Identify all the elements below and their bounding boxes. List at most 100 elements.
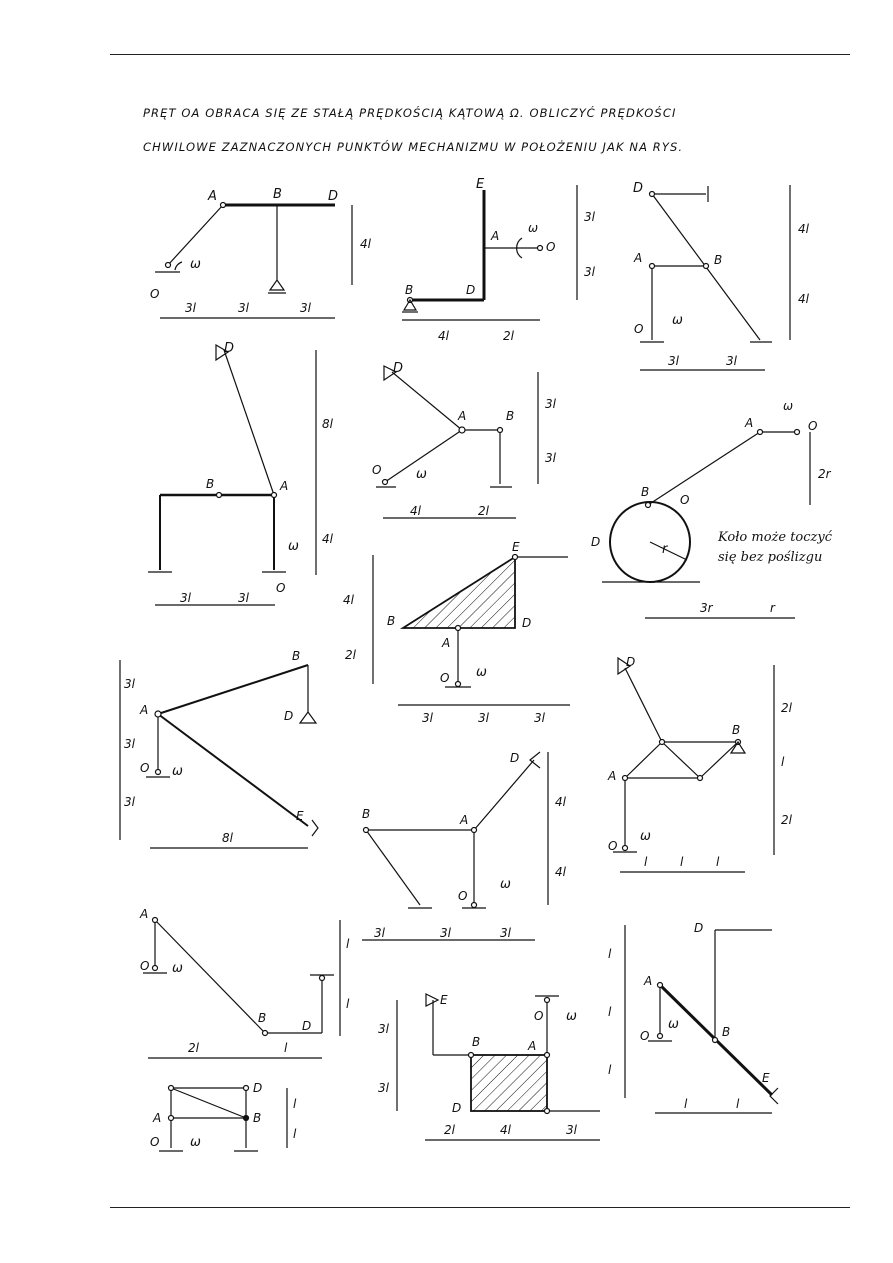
fig2-label-e: E — [476, 177, 485, 192]
fig3-dim-3l-a: 3l — [668, 354, 680, 368]
header-rule — [110, 54, 850, 55]
fig5-dim-2l: 2l — [478, 504, 490, 518]
fig1-dim-3l-a: 3l — [185, 301, 197, 315]
fig14-omega: ω — [668, 1017, 679, 1032]
fig6-omega: ω — [783, 399, 793, 413]
fig11-omega: ω — [172, 961, 183, 976]
fig13-dim-3l-b: 3l — [378, 1081, 390, 1095]
fig5-dim-4l: 4l — [410, 504, 422, 518]
fig6-label-b: B — [641, 485, 649, 499]
fig8-dim-8l: 8l — [222, 831, 234, 845]
fig1-dim-4l: 4l — [360, 237, 372, 251]
fig7-label-e: E — [512, 540, 520, 554]
figure-12: D A B O ω l l — [150, 1081, 297, 1152]
figure-6: A O ω B O D r 2r 3r r — [591, 399, 832, 619]
fig4-dim-4l: 4l — [322, 532, 334, 546]
fig10-label-o: O — [608, 839, 617, 853]
figure-7: E B D A O ω 4l 2l 3l 3l 3l — [343, 540, 570, 725]
fig5-label-o: O — [372, 463, 381, 477]
fig13-dim-4l: 4l — [500, 1123, 512, 1137]
problem-line-2: CHWILOWE ZAZNACZONYCH PUNKTÓW MECHANIZMU… — [143, 140, 684, 154]
fig6-dim-3r: 3r — [700, 601, 714, 615]
fig11-dim-l-a: l — [346, 937, 350, 951]
fig11-dim-l: l — [284, 1041, 288, 1055]
fig6-label-a: A — [744, 416, 753, 430]
fig5-omega: ω — [416, 467, 427, 482]
fig12-label-b: B — [253, 1111, 261, 1125]
fig10-label-a: A — [607, 769, 616, 783]
fig4-dim-3l-a: 3l — [180, 591, 192, 605]
fig6-label-d: D — [591, 535, 600, 549]
figure-14: D A B O ω E l l l l l — [608, 921, 779, 1114]
fig3-label-d: D — [633, 181, 643, 196]
fig3-label-a: A — [633, 251, 642, 265]
note-line-1: Koło może toczyć — [718, 530, 832, 545]
fig14-dim-l-e: l — [736, 1097, 740, 1111]
fig3-omega: ω — [672, 313, 683, 328]
fig6-radius-r: r — [662, 542, 669, 557]
fig1-omega: ω — [190, 257, 201, 272]
fig10-label-d: D — [626, 655, 635, 669]
fig11-label-o: O — [140, 959, 149, 973]
fig1-dim-3l-c: 3l — [300, 301, 312, 315]
fig4-label-o: O — [276, 581, 285, 595]
fig14-dim-l-b: l — [608, 1005, 612, 1019]
fig4-omega: ω — [288, 539, 299, 554]
figure-4: D B A O ω 8l 4l 3l 3l — [148, 341, 334, 606]
fig7-dim-3l-a: 3l — [422, 711, 434, 725]
fig1-label-d: D — [328, 189, 338, 204]
fig11-dim-2l: 2l — [188, 1041, 200, 1055]
fig14-label-d: D — [694, 921, 703, 935]
figure-13: E O ω B A D 3l 3l 2l 4l 3l — [378, 993, 600, 1141]
fig7-omega: ω — [476, 665, 487, 680]
fig6-center-o: O — [680, 493, 689, 507]
figure-3: D A B O ω 4l 4l 3l 3l — [633, 181, 810, 371]
fig14-label-e: E — [762, 1071, 770, 1085]
fig7-label-d: D — [522, 616, 531, 630]
note-line-2: się bez poślizgu — [718, 550, 823, 565]
fig4-label-d: D — [224, 341, 234, 356]
fig8-label-e: E — [296, 809, 304, 823]
fig10-dim-l-c: l — [716, 855, 720, 869]
fig9-omega: ω — [500, 877, 511, 892]
fig8-dim-3l-a: 3l — [124, 677, 136, 691]
fig1-label-o: O — [150, 287, 159, 301]
fig9-dim-3l-c: 3l — [500, 926, 512, 940]
fig6-label-o: O — [808, 419, 817, 433]
figure-1: A B D O ω 4l 3l 3l 3l — [150, 187, 372, 319]
fig11-label-d: D — [302, 1019, 311, 1033]
fig5-label-a: A — [457, 409, 466, 423]
fig13-label-a: A — [527, 1039, 536, 1053]
fig12-dim-l-b: l — [293, 1127, 297, 1141]
fig14-label-a: A — [643, 974, 652, 988]
fig4-dim-8l: 8l — [322, 417, 334, 431]
fig8-dim-3l-b: 3l — [124, 737, 136, 751]
figure-10: D B A O ω 2l l 2l l l l — [607, 655, 793, 873]
fig3-label-o: O — [634, 322, 643, 336]
fig1-label-b: B — [273, 187, 282, 202]
fig10-dim-2l-b: 2l — [781, 813, 793, 827]
fig2-label-a: A — [490, 229, 499, 243]
fig3-dim-4l-b: 4l — [798, 292, 810, 306]
fig2-dim-2l: 2l — [503, 329, 515, 343]
fig10-dim-2l-a: 2l — [781, 701, 793, 715]
fig3-dim-4l-a: 4l — [798, 222, 810, 236]
fig14-dim-l-c: l — [608, 1063, 612, 1077]
figure-8: B D A O ω E 3l 3l 3l 8l — [119, 649, 319, 849]
rolling-wheel-note: Koło może toczyć się bez poślizgu — [718, 528, 832, 568]
fig9-label-b: B — [362, 807, 370, 821]
fig13-omega: ω — [566, 1009, 577, 1024]
fig13-label-o: O — [534, 1009, 543, 1023]
fig9-dim-3l-b: 3l — [440, 926, 452, 940]
fig8-label-b: B — [292, 649, 300, 663]
fig12-omega: ω — [190, 1135, 201, 1150]
fig9-label-d: D — [510, 751, 519, 765]
fig5-label-b: B — [506, 409, 514, 423]
fig5-label-d: D — [393, 361, 403, 376]
fig12-label-a: A — [152, 1111, 161, 1125]
fig11-label-b: B — [258, 1011, 266, 1025]
fig10-omega: ω — [640, 829, 651, 844]
fig2-omega: ω — [528, 221, 538, 235]
fig11-label-a: A — [139, 907, 148, 921]
